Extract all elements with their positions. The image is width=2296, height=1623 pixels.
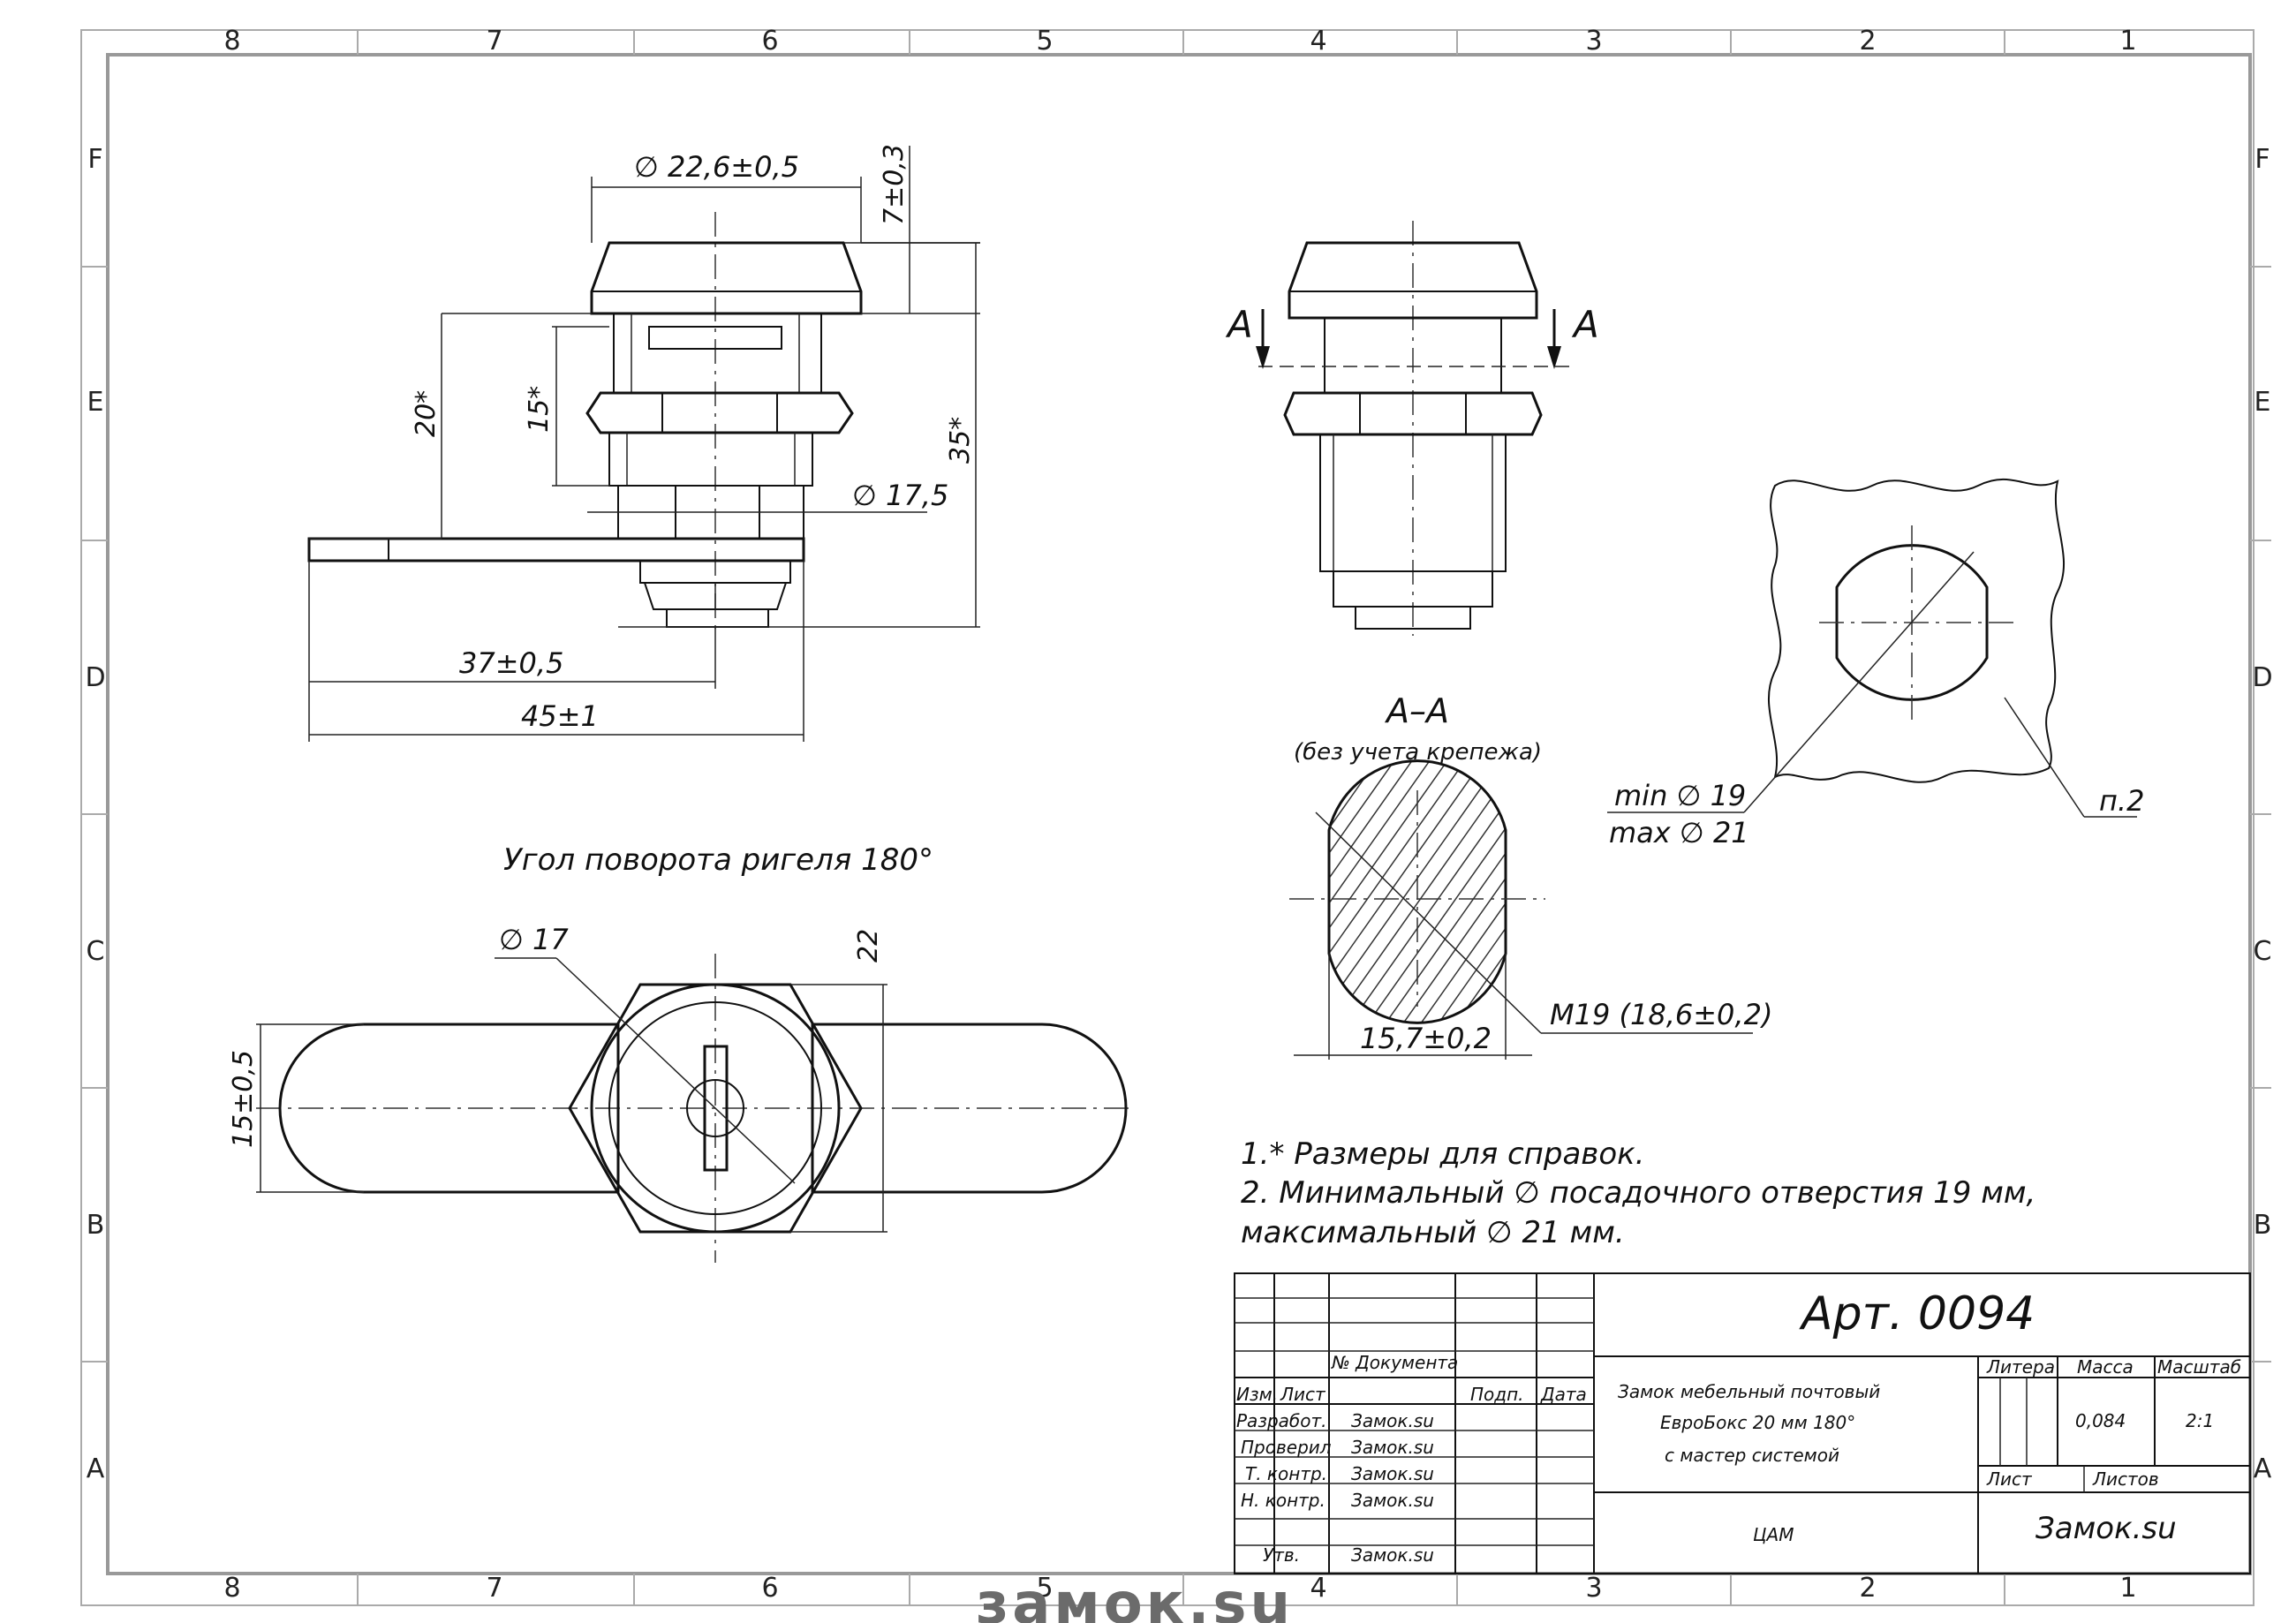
zone-right-F: F	[2254, 144, 2270, 175]
zone-bottom-6: 6	[761, 1573, 778, 1604]
header-scale: Масштаб	[2157, 1356, 2241, 1378]
zone-top-5: 5	[1036, 26, 1053, 57]
title-block	[1234, 1272, 2251, 1574]
description-line-1: Замок мебельный почтовый	[1618, 1381, 1880, 1402]
zone-right-A: A	[2254, 1453, 2272, 1484]
outer-frame	[80, 29, 2254, 1606]
section-title: A–A	[1384, 691, 1449, 730]
zone-right-E: E	[2254, 387, 2271, 418]
dim-head-diameter: ∅ 22,6±0,5	[634, 150, 799, 184]
note-3: максимальный ∅ 21 мм.	[1241, 1215, 1625, 1250]
front-view	[307, 146, 980, 742]
header-date: Дата	[1540, 1384, 1587, 1405]
zone-ticks	[81, 30, 2271, 1605]
dim-cam-45: 45±1	[521, 699, 599, 733]
zone-left-D: D	[85, 662, 105, 693]
header-mass: Масса	[2077, 1356, 2134, 1378]
dim-section-width: 15,7±0,2	[1360, 1022, 1492, 1055]
mass-value: 0,084	[2075, 1410, 2126, 1431]
zone-bottom-3: 3	[1585, 1573, 1602, 1604]
section-arrow-left: A	[1225, 303, 1253, 346]
dim-height-35: 35*	[945, 417, 976, 464]
zone-left-C: C	[87, 936, 105, 967]
name-tech-control: Замок.su	[1351, 1463, 1434, 1484]
article: Арт. 0094	[1799, 1287, 2035, 1340]
dim-cam-37: 37±0,5	[459, 646, 563, 680]
zone-top-3: 3	[1585, 26, 1602, 57]
zone-top-8: 8	[223, 26, 240, 57]
header-litera: Литера	[1986, 1356, 2055, 1378]
zone-bottom-1: 1	[2119, 1573, 2136, 1604]
role-developer: Разработ.	[1236, 1410, 1326, 1431]
header-sheet: Лист	[1280, 1384, 1326, 1405]
description-line-3: с мастер системой	[1665, 1445, 1839, 1466]
zone-top-6: 6	[761, 26, 778, 57]
zone-left-A: A	[87, 1453, 105, 1484]
zone-bottom-5: 5	[1036, 1573, 1053, 1604]
watermark-logo: замок.su	[976, 1572, 1294, 1623]
zone-top-4: 4	[1310, 26, 1326, 57]
dim-body-diameter: ∅ 17,5	[852, 479, 948, 512]
zone-left-F: F	[87, 144, 102, 175]
company: Замок.su	[2035, 1511, 2177, 1546]
name-approved: Замок.su	[1351, 1544, 1434, 1566]
zone-left-E: E	[87, 387, 104, 418]
zone-top-1: 1	[2119, 26, 2136, 57]
hole-detail	[1607, 478, 2137, 818]
zone-right-B: B	[2254, 1210, 2272, 1241]
dim-key-diameter: ∅ 17	[499, 923, 569, 956]
zone-bottom-8: 8	[223, 1573, 240, 1604]
dim-cam-width: 15±0,5	[228, 1050, 259, 1148]
org: ЦАМ	[1753, 1524, 1794, 1545]
scale-value: 2:1	[2186, 1410, 2214, 1431]
description-line-2: ЕвроБокс 20 мм 180°	[1660, 1412, 1855, 1433]
plan-view	[256, 954, 1130, 1263]
header-sheets: Листов	[2092, 1468, 2159, 1490]
zone-right-C: C	[2254, 936, 2272, 967]
role-approved: Утв.	[1263, 1544, 1300, 1566]
header-doc-number: № Документа	[1331, 1352, 1458, 1373]
role-checker: Проверил	[1241, 1437, 1332, 1458]
dim-hole-min: min ∅ 19	[1614, 779, 1746, 812]
name-developer: Замок.su	[1351, 1410, 1434, 1431]
role-tech-control: Т. контр.	[1245, 1463, 1327, 1484]
zone-right-D: D	[2252, 662, 2272, 693]
role-norm-control: Н. контр.	[1241, 1490, 1325, 1511]
note-2: 2. Минимальный ∅ посадочного отверстия 1…	[1241, 1175, 2035, 1211]
zone-top-7: 7	[486, 26, 502, 57]
zone-bottom-7: 7	[486, 1573, 502, 1604]
zone-bottom-2: 2	[1859, 1573, 1876, 1604]
header-sign: Подп.	[1470, 1384, 1524, 1405]
zone-left-B: B	[87, 1210, 105, 1241]
name-checker: Замок.su	[1351, 1437, 1434, 1458]
header-sheet2: Лист	[1986, 1468, 2033, 1490]
name-norm-control: Замок.su	[1351, 1490, 1434, 1511]
dim-thread: M19 (18,6±0,2)	[1550, 998, 1772, 1031]
side-view	[1256, 221, 1576, 636]
header-change: Изм.	[1236, 1384, 1278, 1405]
dim-hole-max: max ∅ 21	[1609, 816, 1749, 849]
rotation-caption: Угол поворота ригеля 180°	[503, 842, 933, 878]
note-1: 1.* Размеры для справок.	[1241, 1136, 1645, 1172]
dim-hex-22: 22	[853, 929, 884, 962]
dim-height-20: 20*	[411, 390, 442, 437]
note-ref: п.2	[2099, 784, 2144, 818]
dim-height-15: 15*	[524, 386, 555, 433]
zone-bottom-4: 4	[1310, 1573, 1326, 1604]
zone-top-2: 2	[1859, 26, 1876, 57]
dim-head-height: 7±0,3	[879, 144, 910, 225]
section-arrow-right: A	[1571, 303, 1599, 346]
